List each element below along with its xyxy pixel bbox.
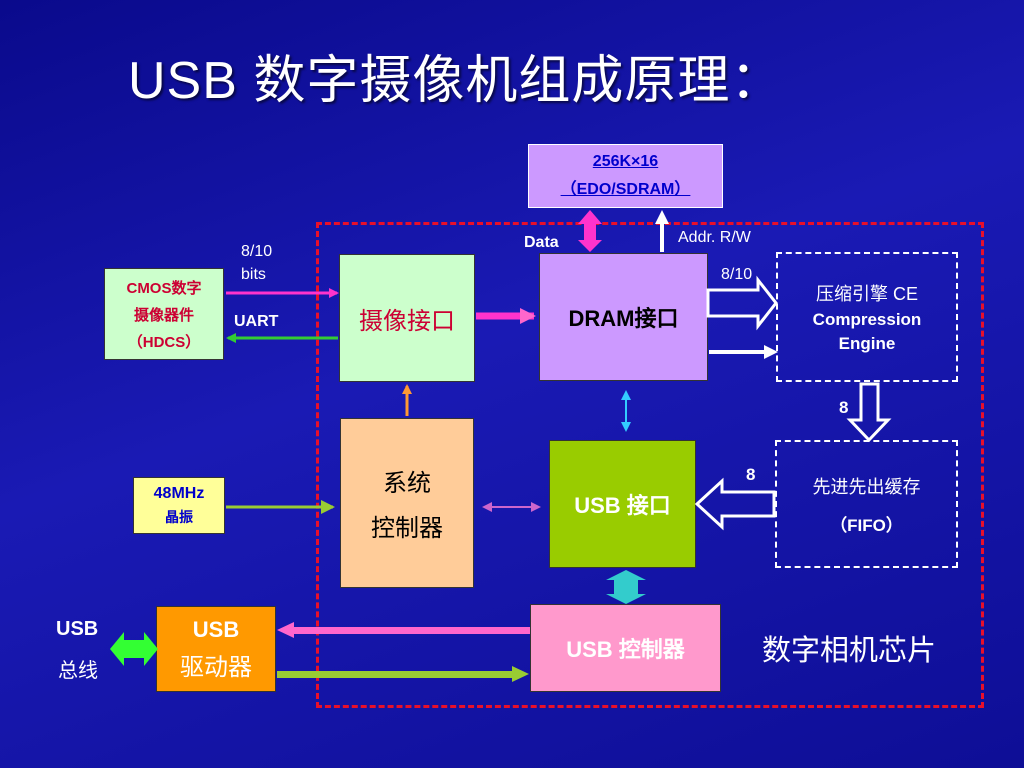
dram-interface-label: DRAM接口 — [568, 306, 679, 331]
camera-interface-label: 摄像接口 — [359, 307, 455, 335]
compression-label-line2: Compression — [812, 310, 922, 329]
fifo-label-line1: 先进先出缓存 — [812, 476, 921, 497]
usb-driver-line2: 驱动器 — [180, 653, 252, 681]
camera-interface-box: 摄像接口 — [339, 254, 475, 382]
memory-box: 256K×16 （EDO/SDRAM） — [528, 144, 723, 208]
compression-label-line3: Engine — [838, 334, 896, 353]
addr-rw-label: Addr. R/W — [678, 229, 751, 246]
system-controller-line2: 控制器 — [371, 515, 443, 542]
compression-feedback-arrow — [709, 345, 778, 359]
usb-driver-box: USB 驱动器 — [156, 606, 276, 692]
compression-label-line1: 压缩引擎 CE — [815, 284, 918, 304]
crystal-freq-label: 48MHz — [153, 484, 205, 502]
system-controller-line1: 系统 — [383, 470, 431, 497]
usb-controller-label: USB 控制器 — [566, 637, 685, 662]
usb-interface-controller-arrow — [606, 570, 646, 604]
page-title: USB 数字摄像机组成原理： — [128, 52, 784, 110]
crystal-name-label: 晶振 — [165, 508, 193, 525]
data-bus-label: Data — [524, 234, 559, 251]
cmos-label-line2: 摄像器件 — [133, 306, 194, 324]
cmos-label-line3: （HDCS） — [127, 333, 201, 351]
dram-bits-label: 8/10 — [721, 266, 753, 283]
addr-rw-arrow — [655, 210, 669, 252]
usb-bus-label-line1: USB — [56, 618, 99, 640]
bits-unit-label: bits — [241, 266, 266, 283]
usb-controller-to-driver-arrow — [277, 622, 530, 638]
usb-bus-label-line2: 总线 — [58, 660, 98, 682]
usb-driver-line1: USB — [192, 616, 240, 642]
fifo-to-usb-interface-arrow — [694, 477, 776, 531]
chip-label: 数字相机芯片 — [762, 635, 937, 667]
data-bus-arrow — [578, 210, 602, 252]
bits-number-label: 8/10 — [241, 243, 273, 260]
crystal-oscillator-box: 48MHz 晶振 — [133, 477, 225, 534]
usb-controller-box: USB 控制器 — [530, 604, 721, 692]
dram-to-compression-arrow — [706, 275, 778, 331]
fifo-input-label: 8 — [746, 465, 756, 484]
uart-label: UART — [234, 313, 279, 330]
usb-driver-to-controller-arrow — [277, 666, 529, 682]
compression-engine-box: 压缩引擎 CE Compression Engine — [776, 252, 958, 382]
usb-bus-arrow — [110, 632, 158, 666]
cmos-label-line1: CMOS数字 — [126, 279, 202, 297]
compression-to-fifo-arrow — [846, 382, 892, 443]
chip-boundary — [316, 222, 984, 708]
fifo-label-line2: （FIFO） — [830, 515, 903, 535]
dram-interface-box: DRAM接口 — [539, 253, 708, 381]
system-controller-box: 系统 控制器 — [340, 418, 474, 588]
cmos-sensor-box: CMOS数字 摄像器件 （HDCS） — [104, 268, 224, 360]
memory-size-label: 256K×16 — [592, 153, 659, 170]
compression-output-label: 8 — [839, 398, 849, 417]
memory-type-label: （EDO/SDRAM） — [560, 181, 691, 198]
fifo-buffer-box: 先进先出缓存 （FIFO） — [775, 440, 958, 568]
usb-interface-label: USB 接口 — [574, 493, 671, 518]
usb-interface-box: USB 接口 — [549, 440, 696, 568]
